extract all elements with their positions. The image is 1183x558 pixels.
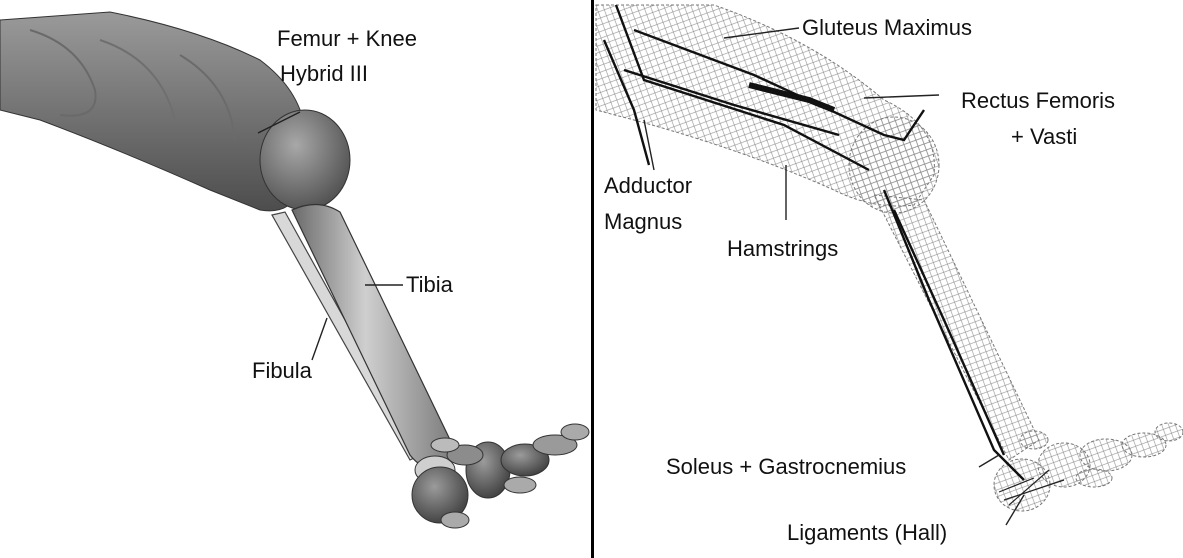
leader-fibula xyxy=(312,318,327,360)
ligaments-hall-label: Ligaments (Hall) xyxy=(787,522,947,544)
left-panel-solid-model: Femur + Knee Hybrid III Tibia Fibula xyxy=(0,0,594,558)
soleus-gastrocnemius-label: Soleus + Gastrocnemius xyxy=(666,456,906,478)
right-panel-wireframe-model: Gluteus Maximus Rectus Femoris + Vasti A… xyxy=(594,0,1183,558)
leader-soleus xyxy=(979,455,999,467)
shank-wireframe xyxy=(874,195,1039,460)
magnus-label: Magnus xyxy=(604,211,682,233)
fibula-label: Fibula xyxy=(252,360,312,382)
thigh-segment xyxy=(0,12,305,211)
tibia-label: Tibia xyxy=(406,274,453,296)
vasti-label: + Vasti xyxy=(1011,126,1077,148)
hamstrings-label: Hamstrings xyxy=(727,238,838,260)
gluteus-maximus-label: Gluteus Maximus xyxy=(802,17,972,39)
femur-knee-label: Femur + Knee xyxy=(277,28,417,50)
rectus-femoris-label: Rectus Femoris xyxy=(961,90,1115,112)
adductor-label: Adductor xyxy=(604,175,692,197)
foot-segment xyxy=(412,424,589,528)
tibia-bone xyxy=(292,204,455,470)
hybrid-iii-label: Hybrid III xyxy=(280,63,368,85)
